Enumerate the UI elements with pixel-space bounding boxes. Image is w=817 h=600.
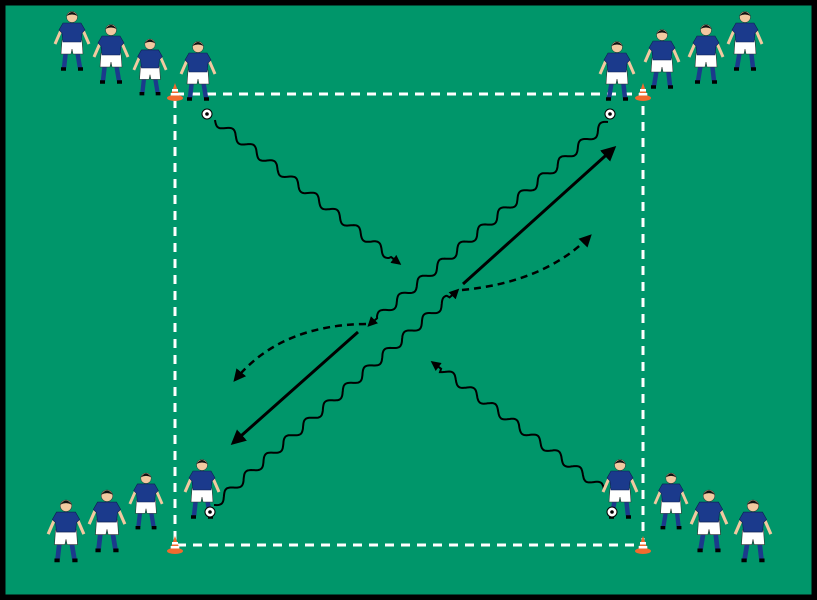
players <box>46 11 773 563</box>
ball-icon <box>604 108 616 120</box>
player-icon <box>598 41 636 101</box>
player-icon <box>179 41 217 101</box>
drill-area-dashed-square <box>173 92 645 547</box>
cone-icon <box>167 536 183 554</box>
player-icon <box>653 472 689 530</box>
cones <box>167 83 651 554</box>
dribble-path-arrow <box>367 120 609 327</box>
dribble-path-arrow <box>430 360 605 491</box>
player-icon <box>726 11 764 71</box>
balls <box>201 108 618 518</box>
ball-icon <box>204 506 216 518</box>
player-icon <box>183 459 221 519</box>
ball-icon <box>606 506 618 518</box>
pass-arrow <box>233 322 367 382</box>
run-arrow <box>230 330 359 445</box>
cone-icon <box>635 536 651 554</box>
player-icon <box>687 24 725 84</box>
ball-icon <box>201 108 213 120</box>
player-icon <box>87 489 127 553</box>
cone-icon <box>167 83 183 101</box>
player-icon <box>132 38 168 96</box>
dribble-path-arrow <box>214 288 460 507</box>
cone-icon <box>635 83 651 101</box>
player-icon <box>601 459 639 519</box>
player-icon <box>643 29 681 89</box>
player-icon <box>46 499 86 563</box>
player-icon <box>128 472 164 530</box>
movement-paths <box>214 119 617 507</box>
dribble-path-arrow <box>214 119 402 265</box>
player-icon <box>689 489 729 553</box>
player-icon <box>92 24 130 84</box>
run-arrow <box>461 145 617 286</box>
player-icon <box>733 499 773 563</box>
player-icon <box>53 11 91 71</box>
pass-arrow <box>461 234 592 292</box>
